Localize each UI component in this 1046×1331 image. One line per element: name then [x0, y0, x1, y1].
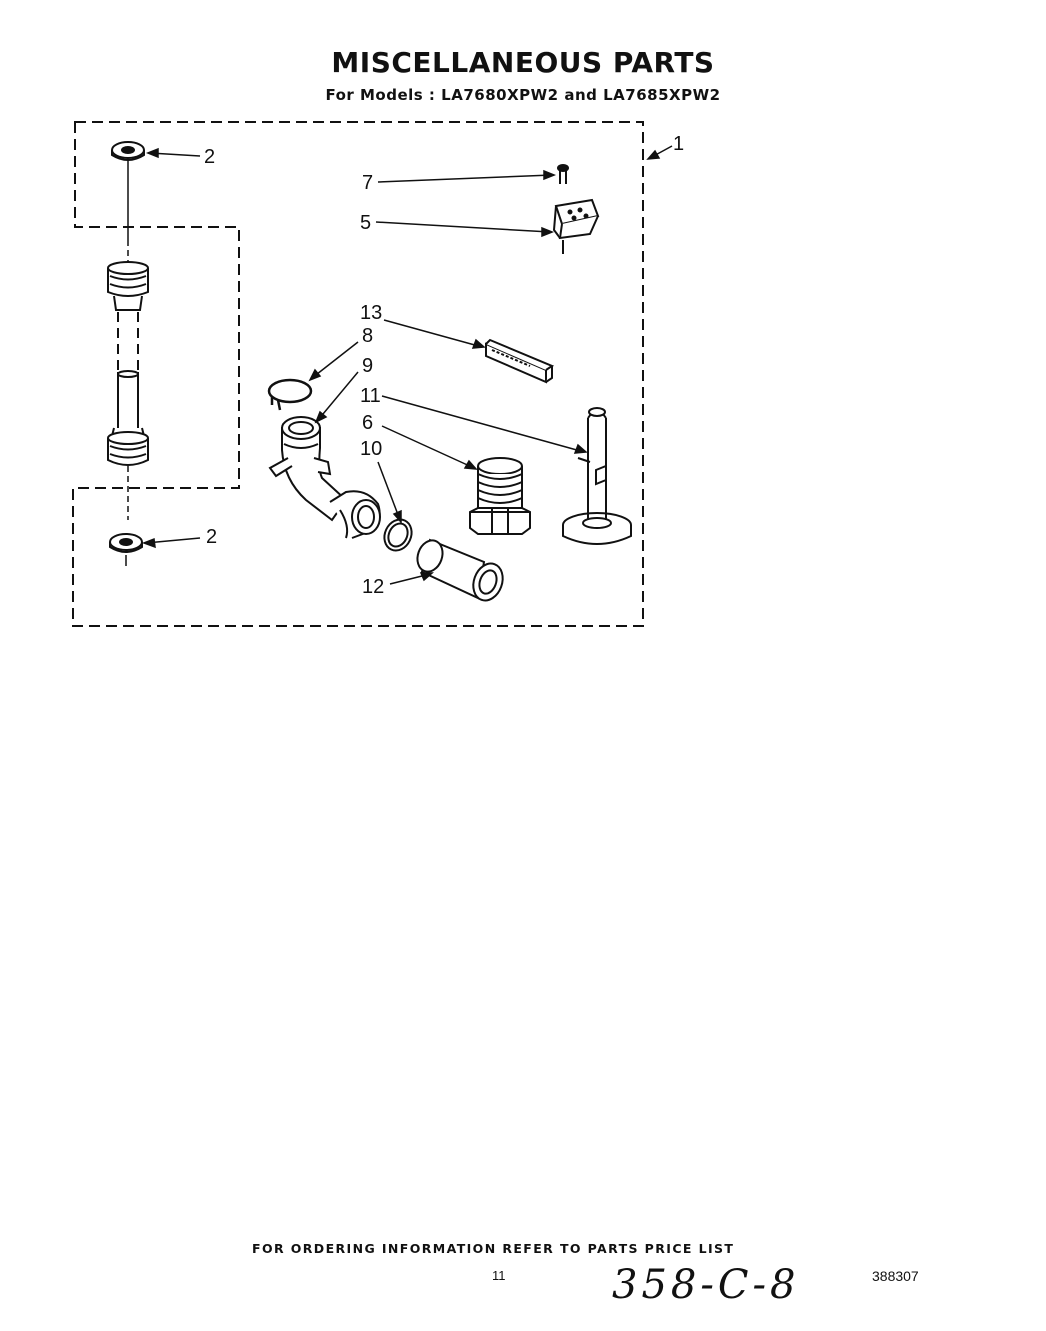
callout-1: 1: [673, 133, 684, 155]
connector-tube: [416, 538, 504, 602]
leader-lines: [141, 145, 673, 585]
standpipe: [562, 407, 632, 545]
clamp-ring: [267, 378, 313, 411]
washer-top: [111, 141, 145, 161]
elbow-hose: [268, 416, 381, 539]
o-ring: [383, 518, 413, 552]
callout-6: 6: [362, 412, 373, 434]
page-mark: 11: [492, 1268, 506, 1283]
hose-coupling-upper: [107, 261, 149, 311]
ordering-note: FOR ORDERING INFORMATION REFER TO PARTS …: [252, 1241, 735, 1256]
callout-5: 5: [360, 212, 371, 234]
callout-2-top: 2: [204, 146, 215, 168]
callout-7: 7: [362, 172, 373, 194]
hose-assembly: [107, 141, 149, 566]
document-number: 388307: [872, 1268, 919, 1284]
callout-13: 13: [360, 302, 382, 324]
handwritten-code: 358-C-8: [612, 1262, 800, 1308]
callout-12: 12: [362, 576, 384, 598]
washer-bottom: [109, 533, 143, 553]
callout-2-bottom: 2: [206, 526, 217, 548]
screw-part: [557, 164, 569, 184]
callout-11: 11: [360, 385, 381, 407]
callout-8: 8: [362, 325, 373, 347]
callout-9: 9: [362, 355, 373, 377]
drain-fitting: [469, 457, 531, 535]
models-subtitle: For Models : LA7680XPW2 and LA7685XPW2: [325, 86, 721, 104]
clip-part: [552, 198, 600, 254]
kit-outline: [72, 121, 644, 627]
callout-10: 10: [360, 438, 382, 460]
bar-part: [485, 338, 555, 384]
hose-coupling-lower: [107, 427, 149, 466]
page-title: MISCELLANEOUS PARTS: [331, 46, 715, 79]
